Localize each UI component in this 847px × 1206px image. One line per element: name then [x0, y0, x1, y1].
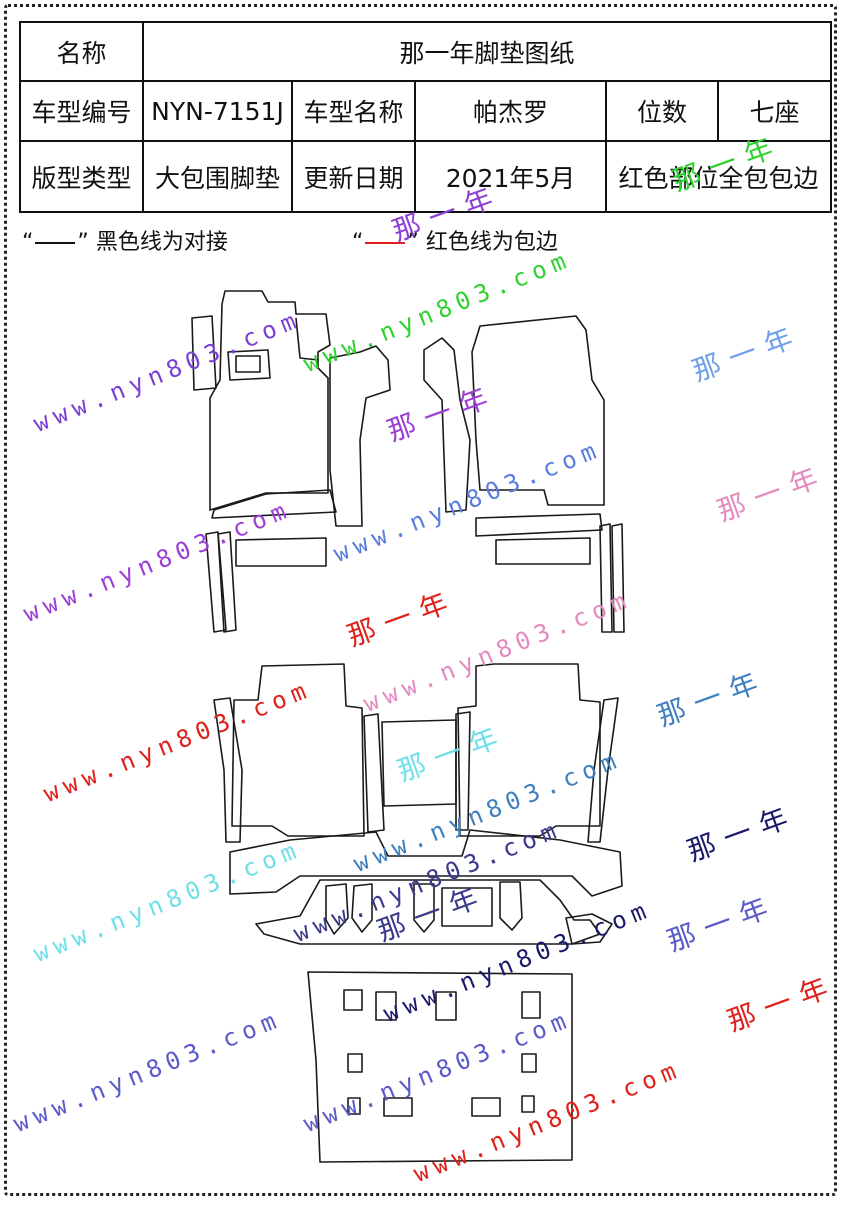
seats-value: 七座: [716, 80, 833, 142]
front-right-mat: [423, 315, 605, 565]
model-name-label: 车型名称: [291, 80, 416, 142]
seats-label: 位数: [605, 80, 719, 142]
model-no-label: 车型编号: [19, 80, 144, 142]
red-line-sample: [365, 242, 406, 244]
legend-red: “” 红色线为包边: [352, 230, 558, 255]
legend-red-text: 红色线为包边: [425, 230, 558, 255]
page-border: [4, 4, 837, 1196]
second-row-sill: [229, 829, 623, 897]
front-left-sill: [211, 345, 391, 567]
line-legend: “” 黑色线为对接 “” 红色线为包边: [22, 228, 662, 258]
type-label: 版型类型: [19, 140, 144, 213]
legend-black: “” 黑色线为对接: [22, 230, 228, 255]
table-row-type: 版型类型 大包围脚垫 更新日期 2021年5月 红色部位全包包边: [19, 140, 833, 213]
spec-table: 名称 那一年脚垫图纸 车型编号 NYN-7151J 车型名称 帕杰罗 位数 七座…: [19, 21, 833, 213]
table-row-title: 名称 那一年脚垫图纸: [19, 21, 833, 82]
model-no-value: NYN-7151J: [142, 80, 293, 142]
front-side-strips: [205, 523, 625, 633]
black-line-sample: [35, 242, 76, 244]
third-row-mat: [255, 879, 613, 945]
drawing-title: 那一年脚垫图纸: [141, 21, 833, 82]
name-label: 名称: [19, 21, 144, 82]
type-value: 大包围脚垫: [142, 140, 293, 213]
model-name-value: 帕杰罗: [414, 80, 607, 142]
cargo-mat: [307, 971, 573, 1163]
date-value: 2021年5月: [414, 140, 607, 213]
date-label: 更新日期: [291, 140, 416, 213]
edge-note: 红色部位全包包边: [604, 140, 833, 213]
front-left-mat: [191, 290, 331, 511]
table-row-model: 车型编号 NYN-7151J 车型名称 帕杰罗 位数 七座: [19, 80, 833, 142]
legend-black-text: 黑色线为对接: [95, 230, 228, 255]
second-row-mat: [213, 663, 619, 843]
